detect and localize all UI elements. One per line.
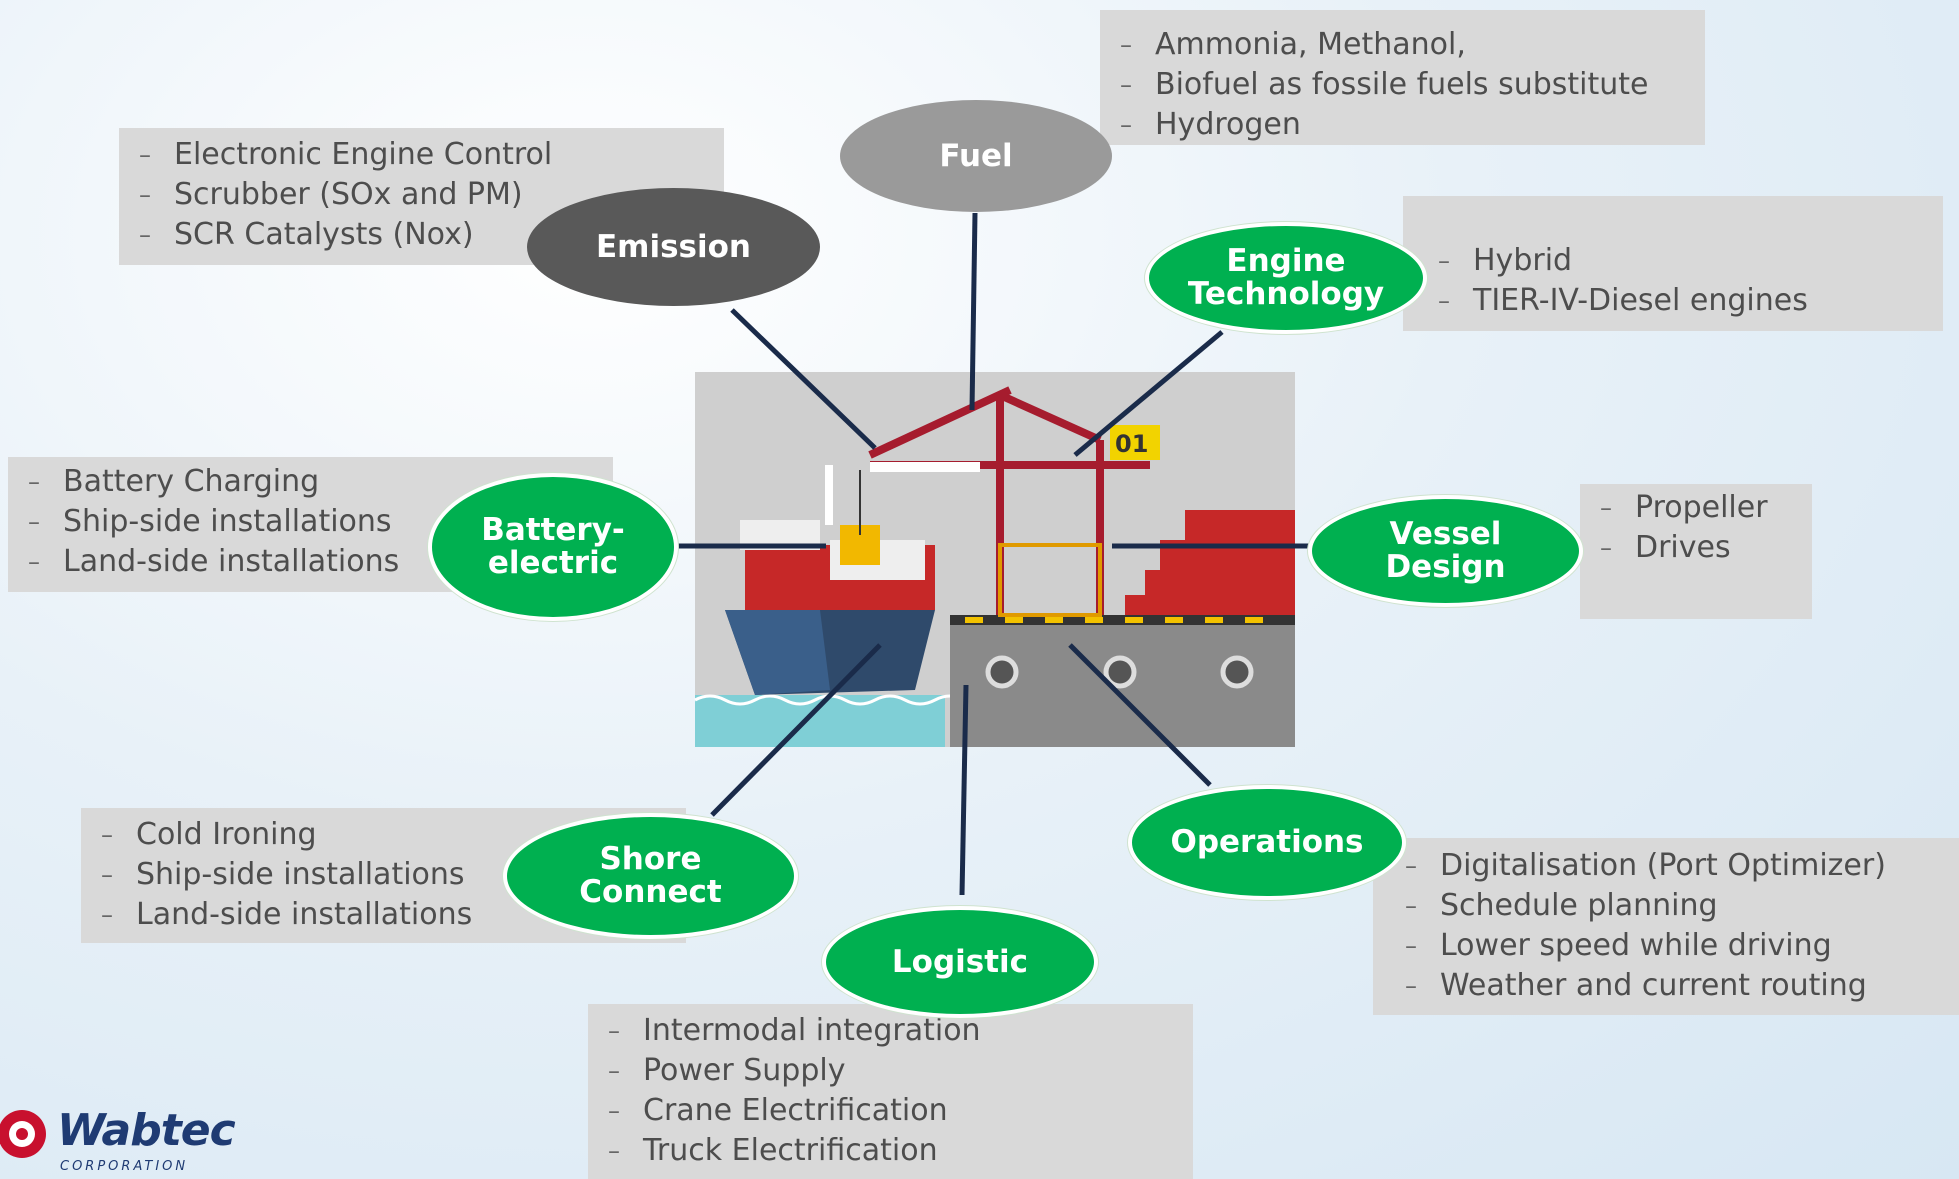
connector-lines xyxy=(678,212,1310,896)
fuel-details-box: Ammonia, Methanol, Biofuel as fossile fu… xyxy=(1100,10,1705,145)
logo-subtitle: CORPORATION xyxy=(60,1159,189,1174)
vessel-design-node: Vessel Design xyxy=(1308,495,1583,607)
list-item: Hydrogen xyxy=(1100,105,1705,145)
emission-node: Emission xyxy=(527,188,820,306)
logistic-details-box: Intermodal integration Power Supply Cran… xyxy=(588,1004,1193,1179)
list-item: Land-side installations xyxy=(81,895,686,935)
logistic-node: Logistic xyxy=(822,906,1098,1018)
list-item: Crane Electrification xyxy=(588,1091,1193,1131)
list-item: Lower speed while driving xyxy=(1385,926,1959,966)
list-item: Scrubber (SOx and PM) xyxy=(119,175,724,215)
operations-node: Operations xyxy=(1128,785,1406,900)
list-item: Battery Charging xyxy=(8,462,613,502)
crane-number-label: 01 xyxy=(1115,430,1148,458)
list-item: Hybrid xyxy=(1418,241,1943,281)
port-illustration: 01 xyxy=(694,372,1295,747)
list-item: Ship-side installations xyxy=(81,855,686,895)
list-item: Digitalisation (Port Optimizer) xyxy=(1385,846,1959,886)
list-item: Cold Ironing xyxy=(81,815,686,855)
list-item: Weather and current routing xyxy=(1385,966,1959,1006)
list-item: Biofuel as fossile fuels substitute xyxy=(1100,65,1705,105)
list-item: Land-side installations xyxy=(8,542,613,582)
vessel-details-box: Propeller Drives xyxy=(1580,484,1812,619)
logo-wordmark: Wabtec xyxy=(57,1105,236,1156)
engine-technology-node: Engine Technology xyxy=(1145,222,1427,334)
list-item: Ammonia, Methanol, xyxy=(1100,25,1705,65)
list-item: Schedule planning xyxy=(1385,886,1959,926)
list-item: Drives xyxy=(1580,528,1812,568)
wabtec-logo-icon xyxy=(0,1110,46,1158)
list-item: Ship-side installations xyxy=(8,502,613,542)
list-item: Power Supply xyxy=(588,1051,1193,1091)
list-item: SCR Catalysts (Nox) xyxy=(119,215,724,255)
operations-details-box: Digitalisation (Port Optimizer) Schedule… xyxy=(1373,838,1959,1015)
shore-connect-node: Shore Connect xyxy=(503,813,798,939)
battery-electric-node: Battery- electric xyxy=(428,473,678,621)
engine-details-box: Hybrid TIER-IV-Diesel engines xyxy=(1403,196,1943,331)
list-item: Propeller xyxy=(1580,488,1812,528)
fuel-node: Fuel xyxy=(840,100,1112,212)
list-item: Electronic Engine Control xyxy=(119,135,724,175)
list-item: TIER-IV-Diesel engines xyxy=(1418,281,1943,321)
list-item: Intermodal integration xyxy=(588,1011,1193,1051)
list-item: Truck Electrification xyxy=(588,1131,1193,1171)
